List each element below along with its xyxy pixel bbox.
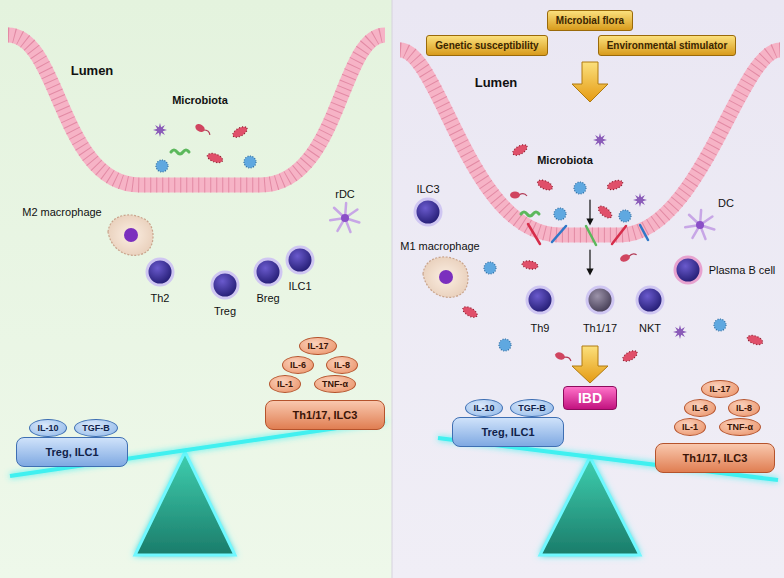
disease-box: IBD xyxy=(563,386,617,410)
cell-label: ILC3 xyxy=(416,183,439,195)
cell-label: Th2 xyxy=(151,292,170,304)
dendritic-cell xyxy=(330,203,714,239)
cell-label: ILC1 xyxy=(288,280,311,292)
factor-box: Genetic susceptibility xyxy=(426,35,547,56)
factor-box: Environmental stimulator xyxy=(598,35,737,56)
node-text: TNF-α xyxy=(727,422,753,432)
balance-block: Treg, ILC1 xyxy=(16,437,128,467)
cell-label: Plasma B cell xyxy=(709,264,776,276)
node-text: IL-1 xyxy=(277,379,293,389)
right-panel xyxy=(392,0,784,578)
block-arrow xyxy=(572,62,608,102)
balance-block: Th1/17, ILC3 xyxy=(265,400,385,430)
macrophage xyxy=(108,215,468,297)
cytokine-oval: IL-8 xyxy=(728,399,760,417)
node-text: IBD xyxy=(578,390,602,406)
node-text: IL-8 xyxy=(736,403,752,413)
balance-block: Treg, ILC1 xyxy=(452,417,564,447)
microbe xyxy=(153,122,764,363)
cell-label: M1 macrophage xyxy=(400,240,480,252)
node-text: IL-17 xyxy=(709,384,730,394)
cell-label: M2 macrophage xyxy=(22,206,102,218)
node-text: Treg, ILC1 xyxy=(27,446,117,458)
epithelium xyxy=(8,35,780,235)
node-text: IL-17 xyxy=(307,341,328,351)
cell-label: Breg xyxy=(256,292,279,304)
region-label: Lumen xyxy=(71,63,114,78)
cytokine-oval: TNF-α xyxy=(314,375,356,393)
balance xyxy=(10,421,778,555)
region-label: Microbiota xyxy=(172,94,228,106)
balance-block: Th1/17, ILC3 xyxy=(655,443,775,473)
node-text: TNF-α xyxy=(322,379,348,389)
cell-label: Th9 xyxy=(531,322,550,334)
node-text: IL-8 xyxy=(334,360,350,370)
barrier-breach xyxy=(528,200,648,272)
factor-box: Microbial flora xyxy=(547,10,633,31)
node-text: Th1/17, ILC3 xyxy=(276,409,374,421)
node-text: Treg, ILC1 xyxy=(463,426,553,438)
cell-label: Treg xyxy=(214,305,236,317)
cytokine-oval: IL-17 xyxy=(299,337,336,355)
node-text: Environmental stimulator xyxy=(607,40,728,51)
node-text: Microbial flora xyxy=(556,15,624,26)
region-label: Lumen xyxy=(475,75,518,90)
node-text: Genetic susceptibility xyxy=(435,40,538,51)
left-panel xyxy=(0,0,392,578)
node-text: Th1/17, ILC3 xyxy=(666,452,764,464)
cell-label: DC xyxy=(718,197,734,209)
cell-label: Th1/17 xyxy=(583,322,617,334)
node-text: IL-10 xyxy=(473,403,494,413)
panel-divider xyxy=(392,0,393,578)
block-arrow xyxy=(572,346,608,383)
cytokine-oval: IL-10 xyxy=(29,419,66,437)
cytokine-oval: IL-17 xyxy=(701,380,738,398)
cytokine-oval: IL-6 xyxy=(282,356,314,374)
cell-label: rDC xyxy=(335,188,355,200)
cytokine-oval: IL-8 xyxy=(326,356,358,374)
cell-label: NKT xyxy=(639,322,661,334)
cytokine-oval: IL-6 xyxy=(684,399,716,417)
cytokine-oval: IL-1 xyxy=(269,375,301,393)
node-text: IL-6 xyxy=(290,360,306,370)
cytokine-oval: TGF-B xyxy=(74,419,118,437)
cytokine-oval: TGF-B xyxy=(510,399,554,417)
cytokine-oval: IL-10 xyxy=(465,399,502,417)
node-text: TGF-B xyxy=(518,403,546,413)
node-text: IL-6 xyxy=(692,403,708,413)
cytokine-oval: TNF-α xyxy=(719,418,761,436)
cytokine-oval: IL-1 xyxy=(674,418,706,436)
immune-cell xyxy=(147,199,701,313)
node-text: IL-1 xyxy=(682,422,698,432)
region-label: Microbiota xyxy=(537,154,593,166)
node-text: IL-10 xyxy=(37,423,58,433)
node-text: TGF-B xyxy=(82,423,110,433)
